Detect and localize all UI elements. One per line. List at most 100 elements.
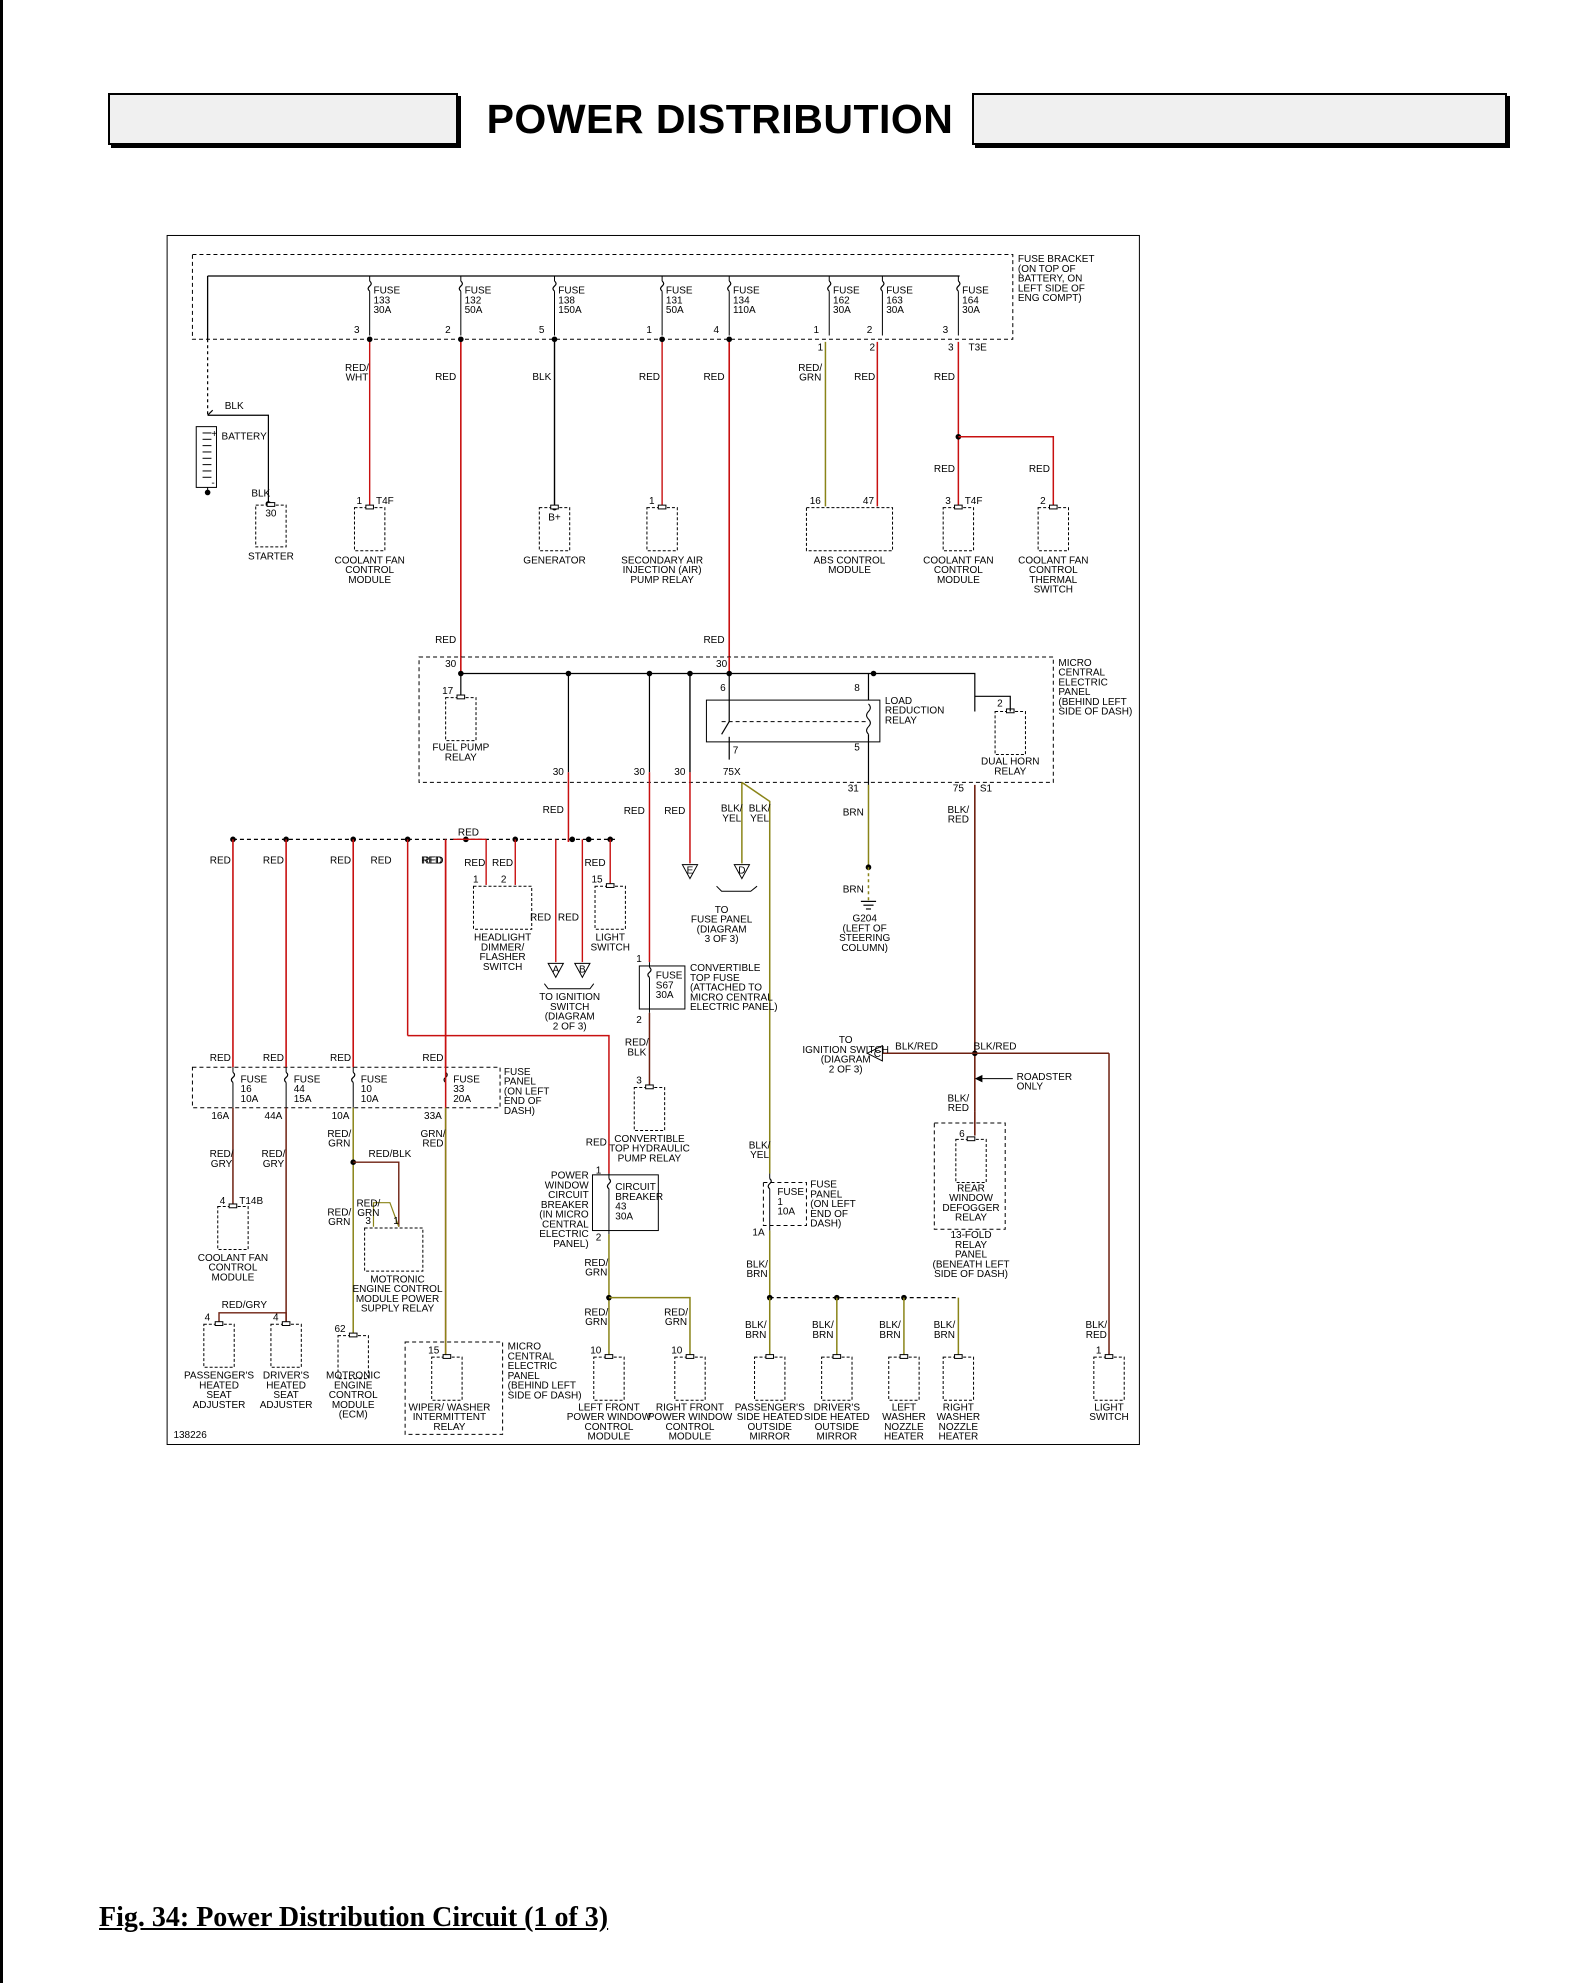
generator-label: GENERATOR (523, 555, 585, 566)
blk-red-label-2: BLK/ (948, 1093, 970, 1104)
fuse-131-label: 50A (666, 305, 684, 316)
heater-1-pin (832, 1354, 842, 1359)
light-switch-top-wire-label: RED (584, 858, 605, 869)
arrow-a-letter: A (552, 964, 559, 975)
battery-blk-wire (207, 414, 269, 504)
banner-bar-right (972, 93, 1507, 145)
ground-label: COLUMN) (841, 943, 888, 954)
motronic-relay-pin-3: 3 (365, 1216, 371, 1227)
relay-panel-label: SIDE OF DASH) (934, 1269, 1008, 1280)
cb-pin-1: 1 (596, 1166, 602, 1177)
defogger-label: RELAY (955, 1213, 987, 1224)
motronic-relay (364, 1227, 424, 1272)
fuse-panel-left-label: PANEL (504, 1077, 536, 1088)
fuse-panel-1-label: (ON LEFT (810, 1199, 856, 1210)
battery-plus: + (211, 429, 217, 440)
heater-0 (754, 1356, 786, 1401)
motronic-relay-label: MODULE POWER (356, 1294, 439, 1305)
blk-red-label-h2: BLK/RED (974, 1042, 1017, 1053)
arrow-b-letter: B (579, 964, 586, 975)
rf-window-pin: 10 (671, 1345, 683, 1356)
fuse-bracket-label: BATTERY, ON (1018, 274, 1082, 285)
rf-window-label: POWER WINDOW (648, 1412, 733, 1423)
to-fuse-panel-label: FUSE PANEL (691, 915, 753, 926)
power-window-cb-label: BREAKER (541, 1200, 589, 1211)
convertible-top-fuse (638, 965, 686, 1010)
headlight-wire-label-1: RED (464, 858, 485, 869)
pass-seat-label: SEAT (206, 1390, 231, 1401)
cb-pin-2: 2 (596, 1233, 602, 1244)
fuse-132-pin: 2 (445, 325, 451, 336)
fuse-131-label: FUSE (666, 286, 693, 297)
fuse-panel-left-label: FUSE (504, 1067, 531, 1078)
fuse-164-pin: 3 (943, 325, 949, 336)
abs-pin-2: 2 (869, 343, 875, 354)
heater-3-pin (954, 1354, 963, 1359)
dual-horn-relay (994, 710, 1026, 756)
coolant-fan-module-1-pin (365, 504, 374, 510)
red-blk-label: BLK (627, 1047, 646, 1058)
page-title: POWER DISTRIBUTION (486, 96, 954, 142)
defogger-pin: 6 (959, 1129, 965, 1140)
fuse-133-label: 133 (373, 295, 390, 306)
mirror-wire-label-0: BLK/ (745, 1320, 767, 1331)
blk-brn-label-main: BRN (747, 1269, 768, 1280)
roadster-label: ROADSTER (1017, 1072, 1073, 1083)
secondary-air-label: SECONDARY AIR (621, 555, 703, 566)
red-grn-label-3: RED/ (356, 1198, 380, 1209)
horn-pin: 2 (997, 698, 1003, 709)
coolant-fan-module-1 (353, 507, 386, 552)
secondary-air-label: PUMP RELAY (630, 575, 694, 586)
fuse-panel-10-label: 10A (361, 1094, 379, 1105)
circuit-breaker-label: CIRCUIT (615, 1182, 656, 1193)
fuse-132-dot (458, 336, 464, 343)
mirror-bus-dot (834, 1294, 840, 1301)
fuse-164-label: FUSE (962, 286, 989, 297)
fuse-panel-10-pin: 10A (332, 1111, 350, 1122)
power-window-feed-2 (407, 1034, 610, 1174)
circuit-breaker-43-element (606, 1178, 612, 1190)
convertible-fuse-label: TOP FUSE (690, 973, 740, 984)
grn-red-label: GRN/ (420, 1129, 445, 1140)
rf-window-label: MODULE (669, 1432, 712, 1443)
fuse-162-pin: 1 (814, 325, 820, 336)
red-grn-window-label-2: RED/ (584, 1307, 608, 1318)
heater-label-3: RIGHT (943, 1402, 974, 1413)
driver-seat-label: ADJUSTER (260, 1400, 313, 1411)
thermal-switch-pin (1049, 504, 1058, 510)
relay-panel-label: (BENEATH LEFT (932, 1259, 1009, 1270)
load-pin-7: 7 (733, 745, 739, 756)
fuse-panel-33-label: FUSE (453, 1074, 480, 1085)
fuse-10-feed-label-2: RED (330, 1053, 351, 1064)
heater-label-3: WASHER (937, 1412, 981, 1423)
fuse-131-pin: 1 (646, 325, 652, 336)
abs-pin-47: 47 (863, 496, 875, 507)
wiper-relay-pin: 15 (428, 1345, 440, 1356)
load-pin-5: 5 (854, 743, 860, 754)
arrow-b (573, 962, 591, 979)
diagram-id: 138226 (173, 1430, 207, 1441)
fuse-138-dot (551, 336, 558, 343)
headlight-label: FLASHER (480, 952, 526, 963)
generator-pin: B+ (548, 512, 561, 523)
to-ignition-label: TO IGNITION (539, 992, 600, 1003)
light-switch-top-label: SWITCH (590, 942, 629, 953)
fuse-132-label: 50A (465, 305, 483, 316)
fuse-132-wire-label-2: RED (435, 635, 456, 646)
heater-label-2: LEFT (892, 1402, 916, 1413)
heater-label-3: HEATER (938, 1432, 978, 1443)
lf-window-label: POWER WINDOW (567, 1412, 652, 1423)
ecm-label: (ECM) (339, 1410, 368, 1421)
fuse-panel-44-label: 44 (294, 1084, 306, 1095)
heater-label-3: NOZZLE (939, 1422, 979, 1433)
fuse-138-element (552, 280, 557, 292)
fuse-panel-33-label: 20A (453, 1094, 471, 1105)
power-window-feed-label: RED (586, 1138, 607, 1149)
convertible-fuse-label: MICRO CENTRAL (690, 992, 773, 1003)
heater-0-pin (765, 1354, 775, 1359)
ecm-label: ENGINE (334, 1380, 373, 1391)
wiper-panel-label: CENTRAL (508, 1351, 555, 1362)
convertible-pump-label: PUMP RELAY (618, 1153, 682, 1164)
heater-label-2: WASHER (882, 1412, 926, 1423)
heater-label-1: OUTSIDE (815, 1422, 860, 1433)
